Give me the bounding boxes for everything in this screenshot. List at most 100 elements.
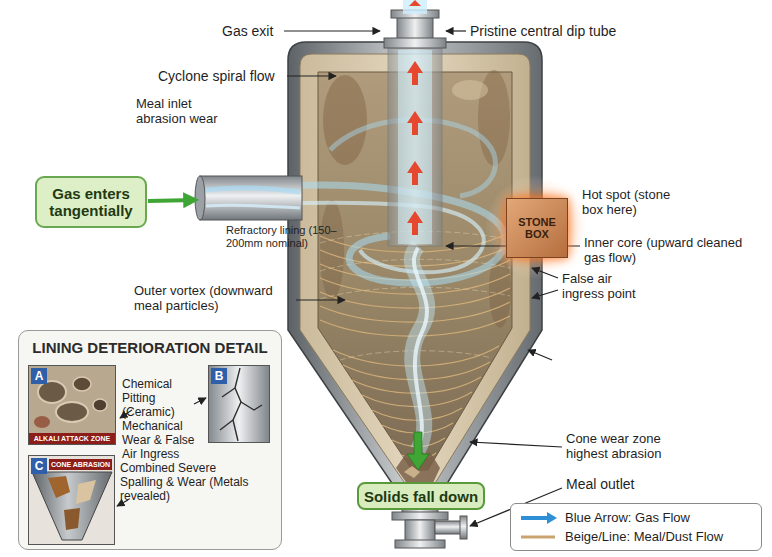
- pit: [38, 381, 66, 403]
- spall-patch: [48, 476, 70, 498]
- swatch-arrowhead: [547, 512, 557, 524]
- box-text: Solids fall down: [364, 488, 478, 505]
- callout-label: Gas exit: [222, 23, 292, 39]
- crack-thumbnail: [208, 365, 270, 443]
- callout-label: Hot spot (stone box here): [582, 188, 692, 218]
- badge-letter: B: [211, 368, 227, 384]
- callout-label: Outer vortex (downward meal particles): [134, 284, 292, 314]
- legend-swatch: [519, 530, 559, 544]
- dip-tube: [388, 48, 442, 246]
- leader-line: [532, 290, 558, 298]
- box-text: STONE BOX: [507, 216, 567, 240]
- outlet-flange: [392, 512, 448, 520]
- callout-label: Meal inlet abrasion wear: [136, 97, 231, 127]
- pit: [93, 399, 107, 411]
- zone-tag: ALKALI ATTACK ZONE: [29, 433, 115, 444]
- buildup-patch: [452, 80, 488, 100]
- callout-label: Inner core (upward cleaned gas flow): [584, 236, 764, 266]
- outlet-valve-flange: [460, 516, 467, 539]
- callout-label: Combined Severe Spalling & Wear (Metals …: [120, 462, 250, 503]
- leader-line: [284, 30, 380, 31]
- red-arrow: [407, 111, 423, 135]
- inlet-mouth: [195, 176, 205, 220]
- legend-row: Beige/Line: Meal/Dust Flow: [519, 527, 753, 546]
- refractory-lining: [300, 54, 530, 485]
- crack: [233, 368, 241, 441]
- stone-box: STONE BOX: [506, 198, 568, 258]
- callout-label: Cyclone spiral flow: [158, 68, 288, 84]
- legend-text: Beige/Line: Meal/Dust Flow: [565, 529, 723, 544]
- pit: [56, 402, 88, 422]
- legend-swatch: [519, 511, 559, 525]
- leader-line: [528, 350, 552, 360]
- dip-tube-gas: [398, 50, 432, 244]
- leader-line: [194, 398, 206, 404]
- swatch-line: [521, 516, 549, 520]
- gas-wisp: [206, 205, 300, 208]
- spall-patch: [64, 508, 80, 530]
- solids-arrow: [407, 432, 429, 470]
- detail-thumbnail: A ALKALI ATTACK ZONE: [28, 365, 116, 445]
- exit-gas: [403, 0, 427, 14]
- leader-line: [296, 299, 345, 300]
- crack: [241, 402, 262, 410]
- inlet-pipe: [200, 176, 302, 220]
- outlet-side-pipe: [435, 521, 461, 534]
- leader-line: [446, 30, 466, 31]
- cyclone-shell: [288, 42, 542, 495]
- callout-label: Pristine central dip tube: [470, 23, 670, 39]
- red-arrow: [407, 211, 423, 235]
- cone-miniature: [32, 472, 112, 540]
- callout-box: Gas enters tangentially: [35, 176, 147, 228]
- leader-line: [470, 442, 562, 447]
- leader-line: [532, 268, 558, 278]
- gas-up-arrows: [407, 61, 423, 235]
- callout-label: Chemical Pitting (Ceramic): [122, 378, 206, 419]
- box-text: Gas enters tangentially: [37, 185, 145, 220]
- inlet-arrow: [148, 200, 196, 201]
- inner-core-flow: [412, 246, 427, 450]
- crack: [220, 420, 233, 430]
- panel-background: [18, 330, 282, 550]
- legend-box: Blue Arrow: Gas FlowBeige/Line: Meal/Dus…: [510, 503, 762, 551]
- badge-letter: A: [31, 368, 47, 384]
- gas-wisp: [206, 188, 300, 192]
- buildup-patch: [323, 75, 367, 165]
- legend-row: Blue Arrow: Gas Flow: [519, 508, 753, 527]
- zone-tag: CONE ABRASION: [49, 459, 112, 470]
- detail-thumbnail: B: [208, 365, 270, 443]
- crack: [222, 388, 235, 397]
- leader-line: [287, 75, 336, 76]
- hot-spot-glow: [485, 175, 589, 279]
- red-arrow: [407, 61, 423, 85]
- pit: [34, 416, 50, 428]
- outlet-pipe: [405, 520, 435, 542]
- swatch-line: [521, 535, 555, 538]
- detail-thumbnail: CCONE ABRASION: [28, 455, 115, 545]
- pit: [73, 377, 91, 391]
- legend-text: Blue Arrow: Gas Flow: [565, 510, 690, 525]
- meal-strand: [320, 288, 510, 308]
- outlet-flange: [395, 540, 445, 548]
- pitting-thumbnail: [28, 365, 116, 445]
- panel-heading: LINING DETERIORATION DETAIL: [19, 339, 281, 356]
- inner-core-flow: [414, 248, 427, 450]
- red-arrow: [407, 161, 423, 185]
- cone-thumbnail: [28, 455, 115, 545]
- exit-flange: [384, 38, 446, 48]
- callout-label: Cone wear zone highest abrasion: [566, 432, 686, 462]
- callout-label: False air ingress point: [562, 272, 646, 302]
- spall-patch: [76, 480, 96, 504]
- meal-strand: [320, 302, 510, 322]
- callout-label: Mechanical Wear & False Air Ingress: [122, 420, 206, 461]
- callout-label: Refractory lining (150–200mm nominal): [226, 224, 351, 249]
- callout-box: Solids fall down: [357, 482, 485, 510]
- callout-label: Meal outlet: [566, 476, 666, 492]
- red-arrow: [409, 0, 421, 6]
- badge-letter: C: [31, 458, 47, 474]
